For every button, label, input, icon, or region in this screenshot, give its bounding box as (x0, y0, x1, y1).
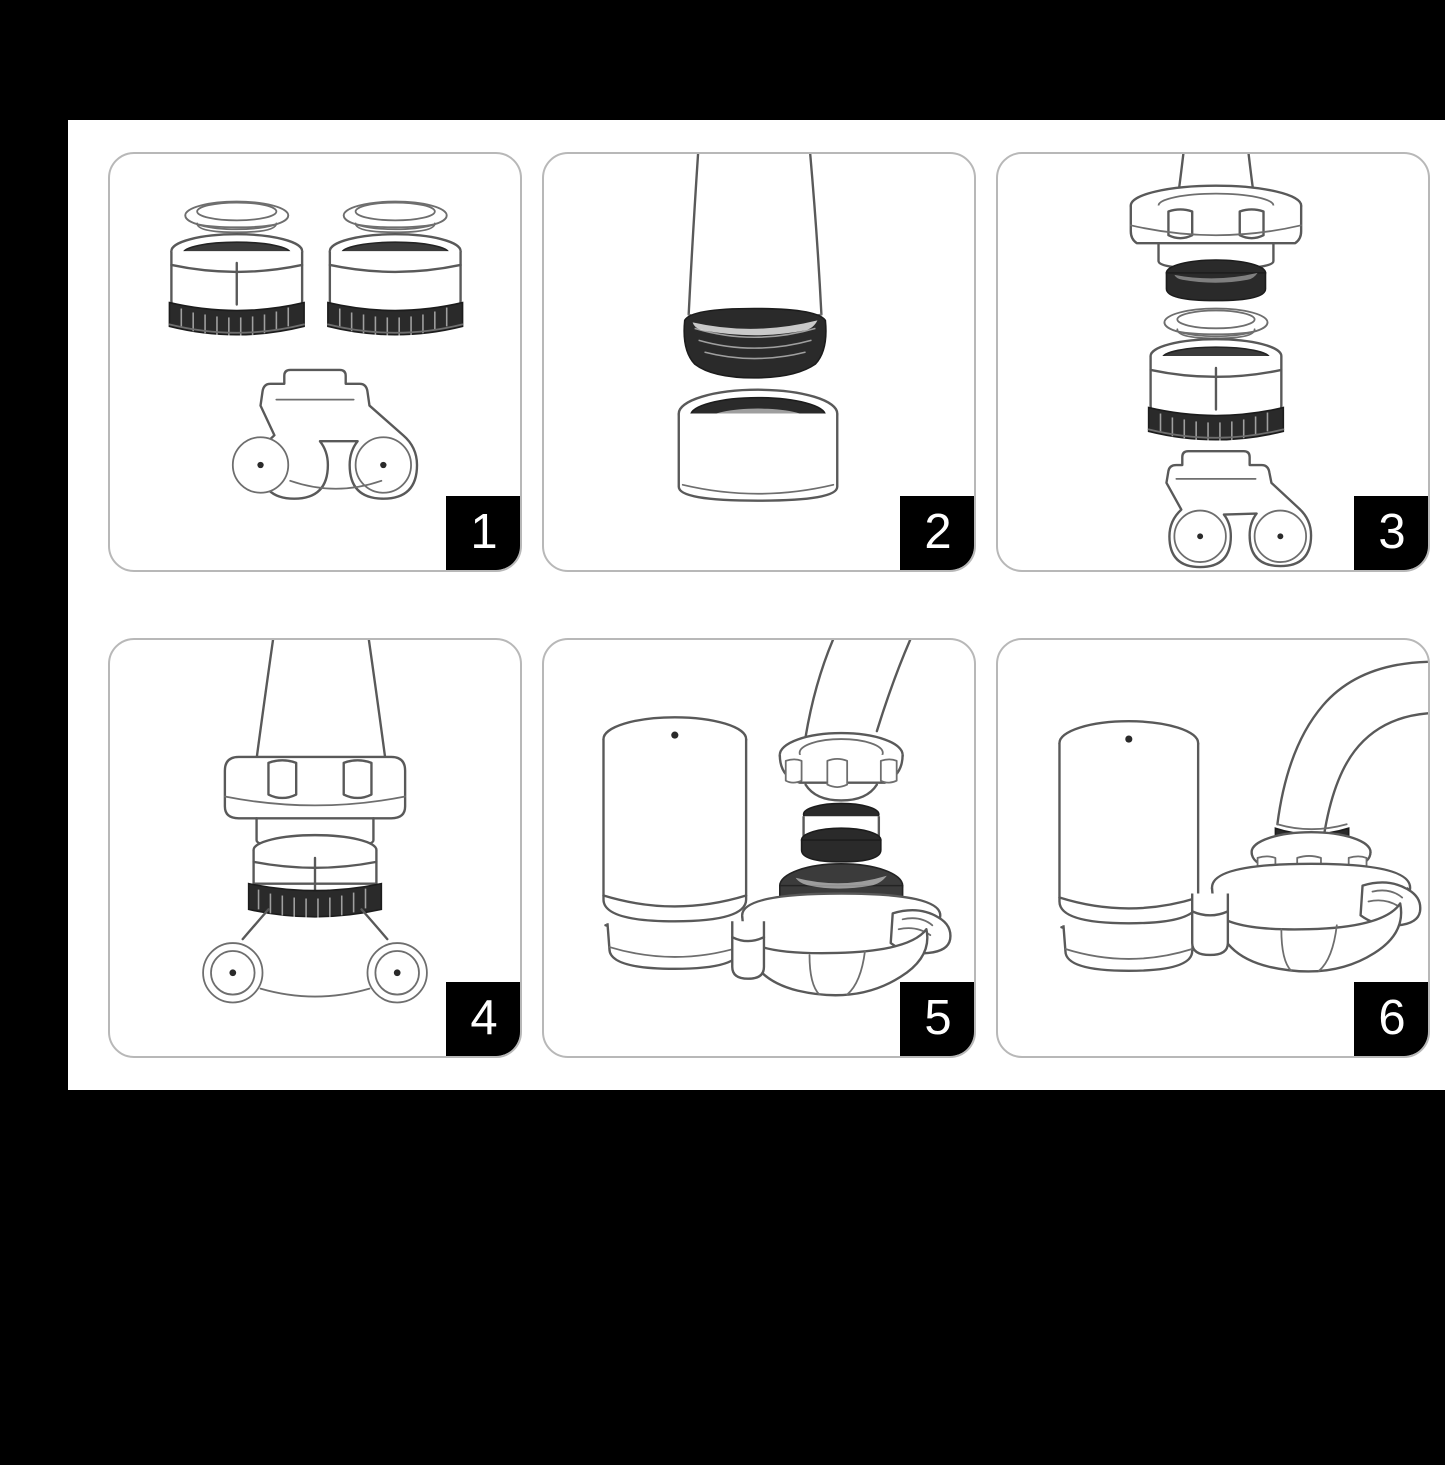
panel-parts-overview: 1 (108, 152, 522, 572)
diverter-valve-housing (1191, 830, 1422, 973)
faucet-spout (1276, 660, 1428, 860)
spout-threaded-tip (683, 307, 827, 379)
installed-illustration (1058, 660, 1428, 973)
collar-clip-ring (1129, 184, 1303, 271)
diverter-valve-housing (731, 863, 952, 997)
o-ring (1163, 307, 1269, 340)
step-number: 3 (1378, 504, 1406, 559)
faucet-adapter-collar (778, 731, 904, 802)
threaded-adapter (252, 833, 378, 891)
faucet-spout (255, 640, 387, 761)
aerator (677, 388, 839, 502)
step-badge: 5 (900, 982, 974, 1056)
threaded-adapter-left (168, 233, 305, 337)
threaded-adapter-right (326, 233, 464, 337)
step-number: 5 (924, 990, 952, 1045)
step-badge: 6 (1354, 982, 1428, 1056)
panel-attach-filter: 5 (542, 638, 976, 1058)
exploded-adapter-illustration (1129, 154, 1313, 569)
o-ring-left (184, 200, 290, 234)
step-number: 1 (470, 504, 498, 559)
panel-exploded-adapter-stack: 3 (996, 152, 1430, 572)
faucet-spout (687, 154, 823, 323)
step-number: 2 (924, 504, 952, 559)
step-badge: 2 (900, 496, 974, 570)
spanner-wrench (202, 908, 428, 1004)
panel-tighten-adapter: 4 (108, 638, 522, 1058)
tighten-adapter-illustration (202, 640, 428, 1004)
filter-cartridge-body (602, 716, 748, 971)
threaded-adapter (1147, 338, 1285, 442)
step-badge: 3 (1354, 496, 1428, 570)
parts-overview-illustration (168, 200, 464, 500)
panel-grid: 1 (108, 152, 1430, 1070)
filter-cartridge-body (1058, 720, 1200, 973)
faucet-spout (804, 640, 912, 739)
step-badge: 4 (446, 982, 520, 1056)
instruction-sheet: 1 (68, 120, 1445, 1090)
black-gasket (1165, 259, 1267, 302)
attach-filter-illustration (602, 640, 952, 997)
sealing-rings (800, 802, 882, 863)
remove-aerator-illustration (677, 154, 839, 502)
o-ring-right (342, 200, 448, 234)
panel-installed: 6 (996, 638, 1430, 1058)
step-number: 6 (1378, 990, 1406, 1045)
panel-remove-aerator: 2 (542, 152, 976, 572)
step-badge: 1 (446, 496, 520, 570)
spanner-wrench (231, 368, 419, 500)
spanner-wrench (1165, 449, 1313, 569)
collar-clip-ring (223, 755, 407, 850)
step-number: 4 (470, 990, 498, 1045)
knurled-ring (247, 882, 383, 919)
